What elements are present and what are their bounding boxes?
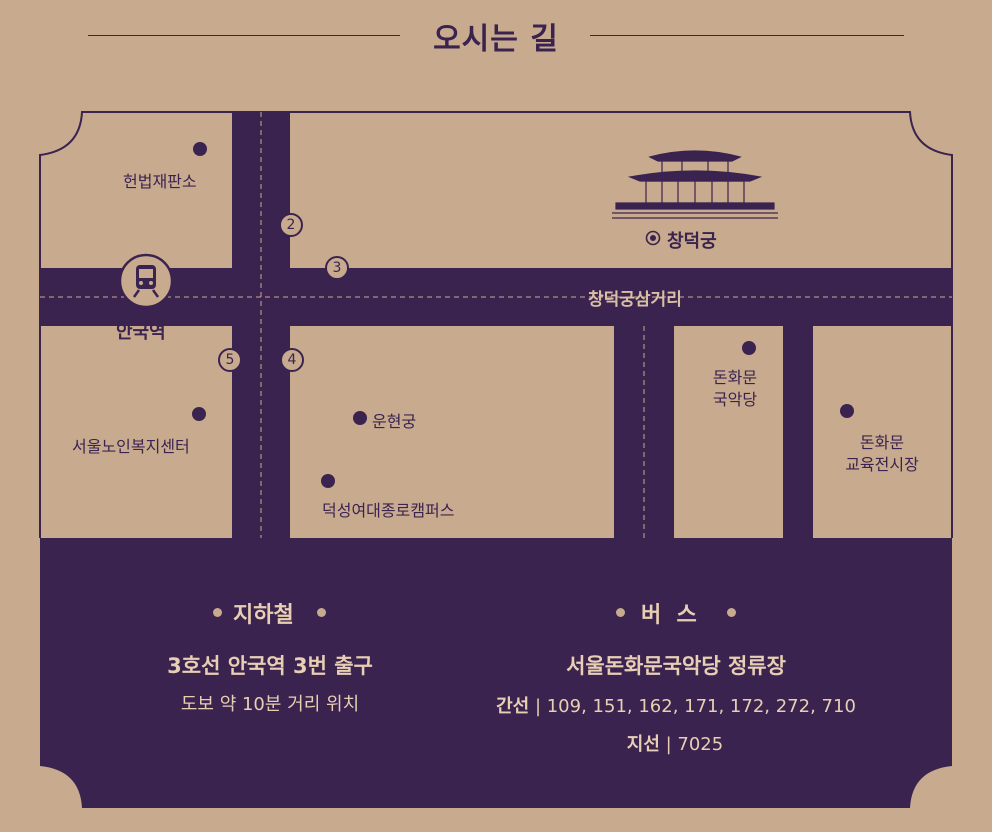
landmark-dot [193,142,207,156]
senior-center-label: 서울노인복지센터 [72,437,190,456]
road-vertical-2 [614,326,674,538]
donhwamun-center-line1: 돈화문 [859,433,905,452]
donhwamun-center-label: 돈화문 교육전시장 [830,432,934,476]
exit-4: 4 [280,348,304,372]
duksung-label: 덕성여대종로캠퍼스 [322,501,455,520]
station-label: 안국역 [116,322,166,343]
bullet-icon [727,608,736,617]
bullet-icon [616,608,625,617]
subway-line2: 도보 약 10분 거리 위치 [180,694,360,715]
trunk-label: 간선 [496,696,530,717]
road-vertical-3 [783,326,813,538]
changdeokgung-label: 창덕궁 [667,231,717,252]
trunk-routes: 109, 151, 162, 171, 172, 272, 710 [546,696,856,717]
palace-icon [612,150,778,219]
exit-2: 2 [279,213,303,237]
target-icon [645,230,661,246]
info-panel [40,538,952,808]
branch-routes: 7025 [677,734,724,755]
bullet-icon [213,608,222,617]
page-title: 오시는 길 [433,22,559,57]
bullet-icon [317,608,326,617]
subway-line1: 3호선 안국역 3번 출구 [167,654,373,678]
branch-label: 지선 [626,734,660,755]
bus-branch-row: 지선 | 7025 [626,734,724,755]
donhwamun-center-line2: 교육전시장 [845,455,919,474]
road-label: 창덕궁삼거리 [588,290,682,310]
exit-5: 5 [218,348,242,372]
landmark-dot [321,474,335,488]
landmark-dot [353,411,367,425]
donhwamun-theater-line2: 국악당 [712,390,758,409]
landmark-dot [840,404,854,418]
constitutional-court-label: 헌법재판소 [123,172,197,191]
donhwamun-theater-line1: 돈화문 [712,368,758,387]
bus-heading: 버 스 [641,603,697,628]
landmark-dot [742,341,756,355]
subway-heading: 지하철 [233,603,294,628]
landmark-dot [192,407,206,421]
unhyeongung-label: 운현궁 [372,412,417,431]
train-icon [118,253,174,309]
exit-3: 3 [325,256,349,280]
title-rule-left [88,35,400,36]
bus-stop: 서울돈화문국악당 정류장 [566,654,786,678]
bus-trunk-row: 간선 | 109, 151, 162, 171, 172, 272, 710 [496,696,856,717]
donhwamun-theater-label: 돈화문 국악당 [700,367,770,411]
title-rule-right [590,35,904,36]
frame-outline [39,111,953,538]
